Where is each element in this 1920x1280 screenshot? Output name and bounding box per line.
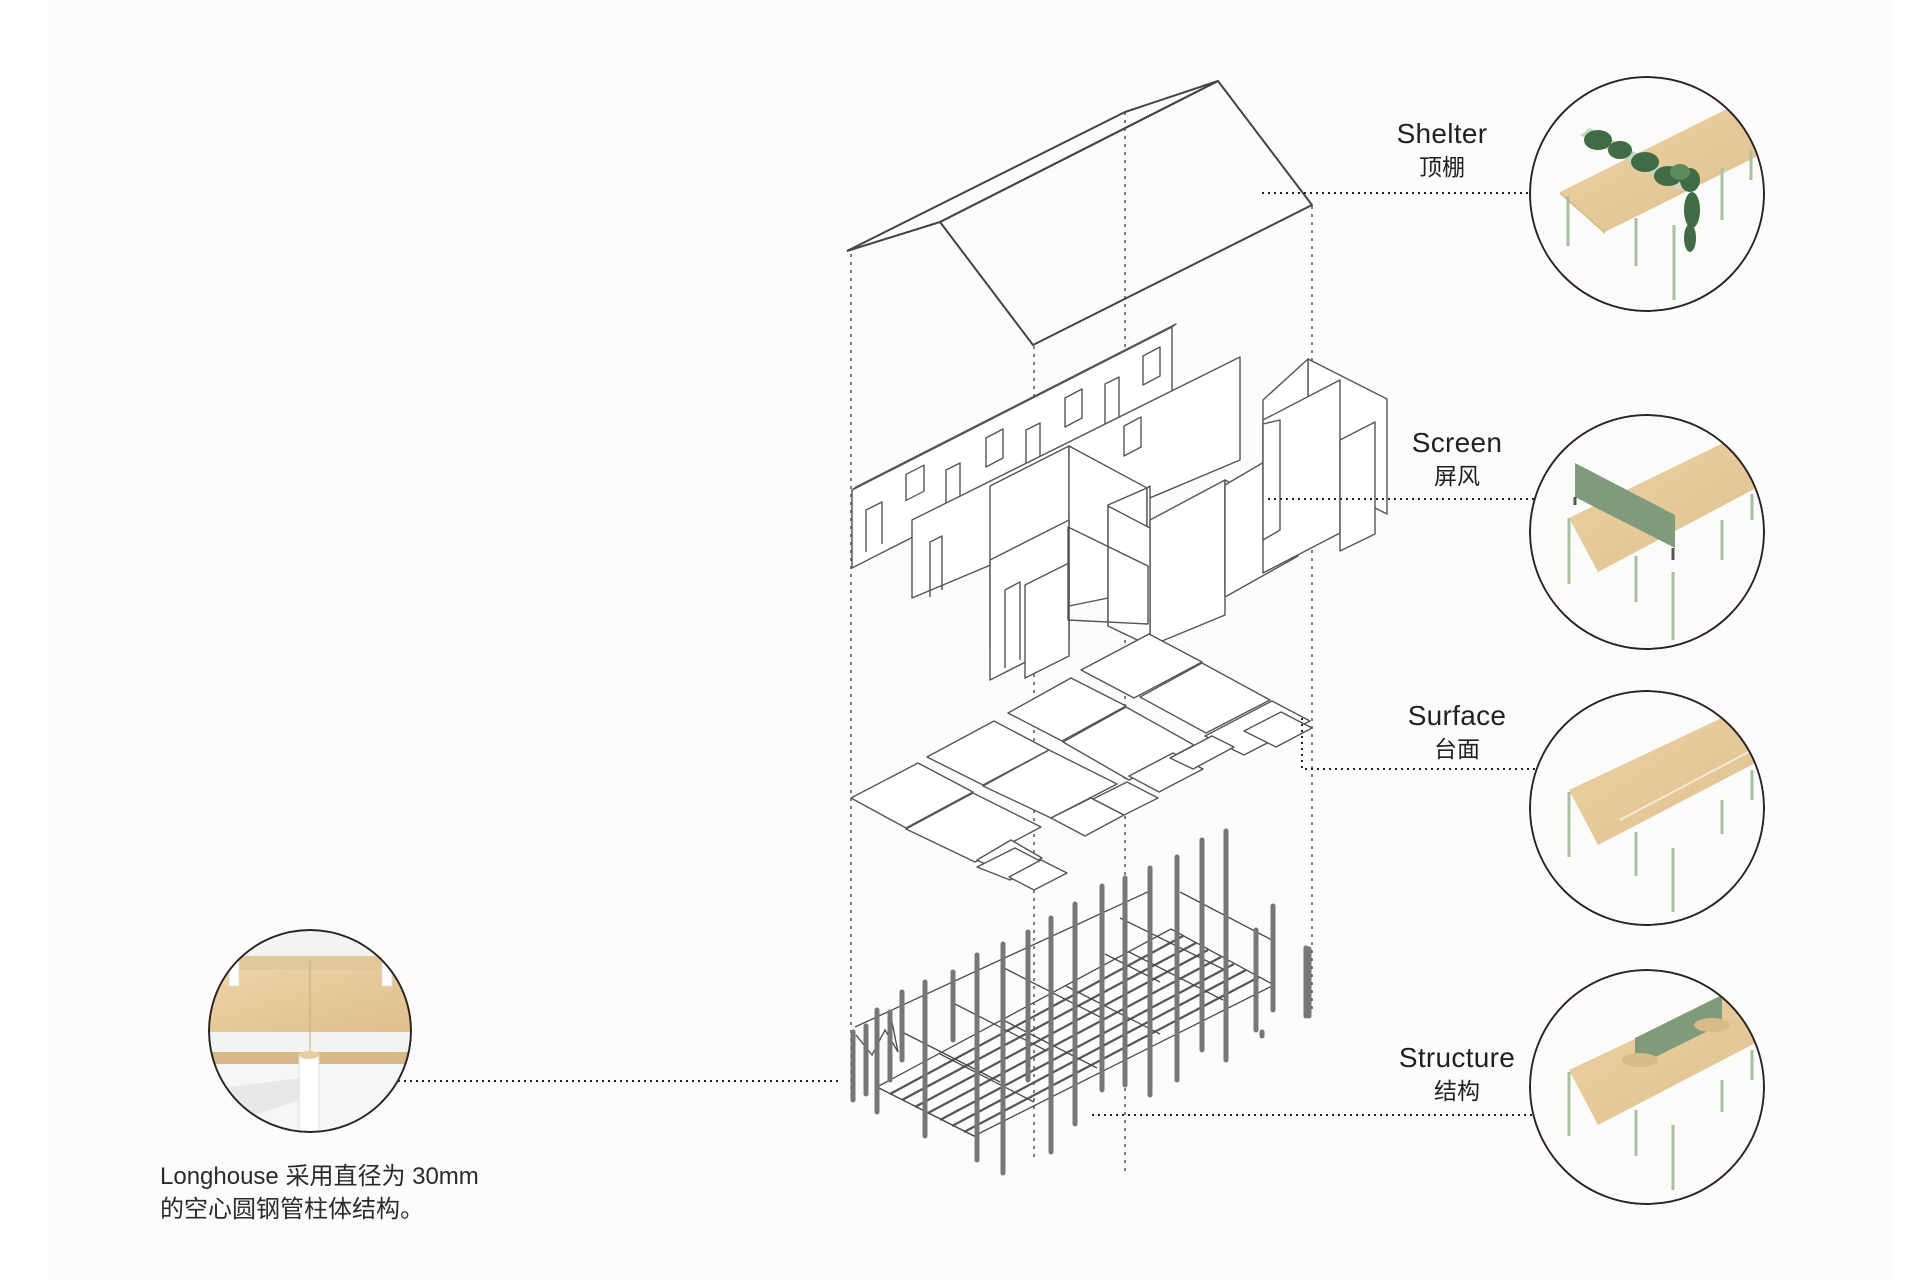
caption-line-2: 的空心圆钢管柱体结构。 xyxy=(160,1196,424,1223)
label-en: Structure xyxy=(1398,1042,1516,1073)
layer-label-structure: Structure 结构 xyxy=(1367,1042,1547,1106)
layer-label-shelter: Shelter 顶棚 xyxy=(1352,118,1532,182)
label-en: Screen xyxy=(1411,427,1503,458)
surfaces-drawing xyxy=(850,633,1313,891)
label-zh: 结构 xyxy=(1434,1078,1480,1104)
label-zh: 台面 xyxy=(1434,736,1480,762)
vertical-guide-lines xyxy=(850,112,1313,1175)
caption-line-1: Longhouse 采用直径为 30mm xyxy=(160,1163,479,1190)
layer-label-screen: Screen 屏风 xyxy=(1367,427,1547,491)
label-en: Surface xyxy=(1407,700,1507,731)
structure-drawing xyxy=(850,828,1312,1176)
walls-screen-drawing xyxy=(851,323,1388,681)
layer-label-surface: Surface 台面 xyxy=(1367,700,1547,764)
thumbnail-column-detail xyxy=(208,929,412,1133)
roof-shelter-drawing xyxy=(846,80,1313,346)
thumbnail-surface xyxy=(1529,690,1765,926)
thumbnail-screen xyxy=(1529,414,1765,650)
label-en: Shelter xyxy=(1396,118,1488,149)
label-zh: 顶棚 xyxy=(1419,154,1465,180)
label-zh: 屏风 xyxy=(1434,463,1480,489)
column-detail-caption: Longhouse 采用直径为 30mm 的空心圆钢管柱体结构。 xyxy=(160,1160,479,1226)
thumbnail-shelter xyxy=(1529,76,1765,312)
thumbnail-structure xyxy=(1529,969,1765,1205)
